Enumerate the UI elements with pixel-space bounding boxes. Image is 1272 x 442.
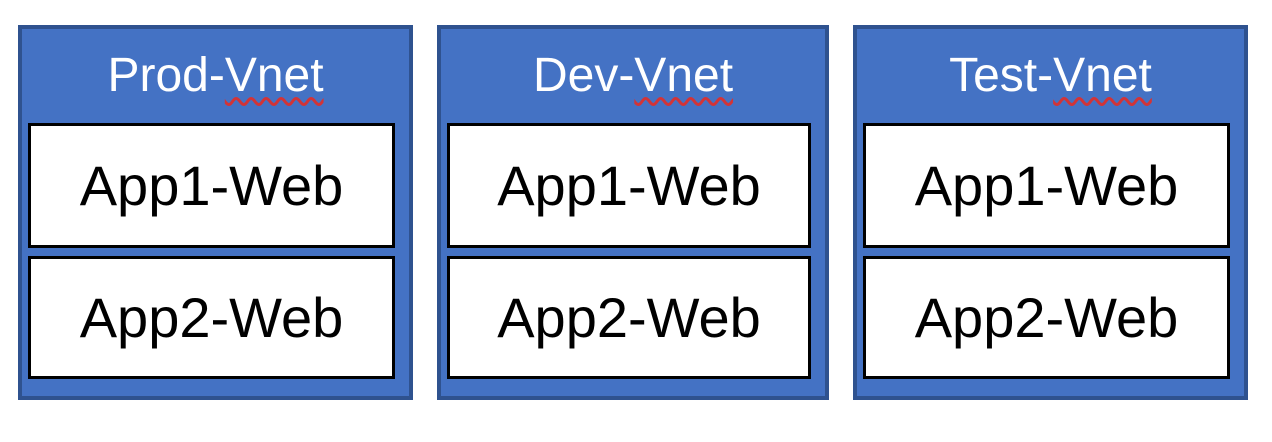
vnet-title-prefix: Test- xyxy=(949,49,1054,102)
vnet-title-flagged-word: Vnet xyxy=(224,49,324,102)
vnet-title-test: Test-Vnet xyxy=(857,29,1244,123)
subnet-box-test-app1: App1-Web xyxy=(863,123,1230,248)
subnet-box-test-app2: App2-Web xyxy=(863,256,1230,379)
vnet-title-prefix: Prod- xyxy=(107,49,225,102)
subnet-label: App2-Web xyxy=(914,285,1179,349)
subnet-box-dev-app2: App2-Web xyxy=(447,256,811,379)
subnet-box-dev-app1: App1-Web xyxy=(447,123,811,248)
subnet-box-prod-app2: App2-Web xyxy=(28,256,395,379)
vnet-card-test: Test-Vnet App1-Web App2-Web xyxy=(853,25,1248,400)
vnet-title-prefix: Dev- xyxy=(532,49,635,102)
subnet-label: App1-Web xyxy=(79,153,344,217)
vnet-title-prod: Prod-Vnet xyxy=(22,29,409,123)
vnet-title-flagged-word: Vnet xyxy=(1053,49,1152,102)
subnet-label: App1-Web xyxy=(914,153,1179,217)
vnet-card-prod: Prod-Vnet App1-Web App2-Web xyxy=(18,25,413,400)
vnet-title-flagged-word: Vnet xyxy=(634,49,734,102)
subnet-label: App1-Web xyxy=(497,153,761,217)
vnet-title-dev: Dev-Vnet xyxy=(441,29,825,123)
vnet-card-dev: Dev-Vnet App1-Web App2-Web xyxy=(437,25,829,400)
subnet-label: App2-Web xyxy=(79,285,344,349)
subnet-box-prod-app1: App1-Web xyxy=(28,123,395,248)
subnet-label: App2-Web xyxy=(497,285,761,349)
